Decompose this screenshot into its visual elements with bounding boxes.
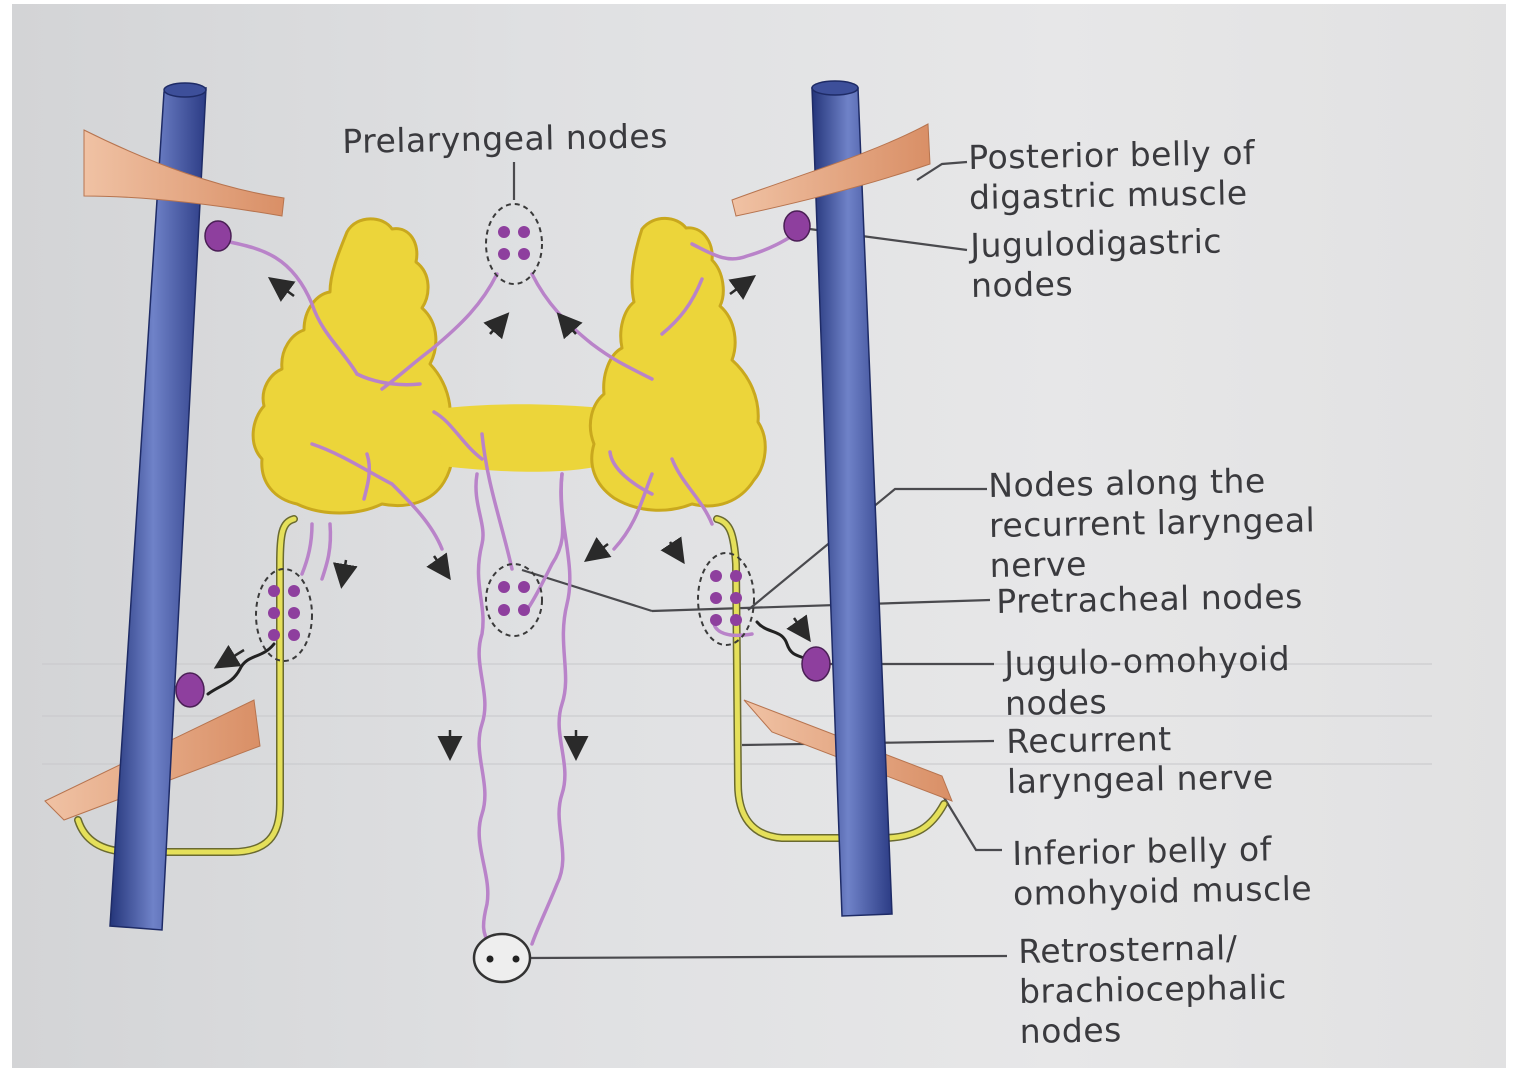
label-line: Posterior belly of [968, 133, 1255, 178]
label-line: digastric muscle [969, 173, 1256, 218]
label-retrosternal-nodes: Retrosternal/ brachiocephalic nodes [1018, 927, 1288, 1052]
label-line: Jugulodigastric [970, 222, 1222, 266]
label-line: Recurrent [1006, 717, 1273, 762]
label-line: brachiocephalic [1019, 967, 1287, 1012]
omohyoid-muscle [45, 700, 952, 820]
internal-jugular-vein-left [110, 83, 206, 930]
label-line: laryngeal nerve [1007, 757, 1274, 802]
label-line: Inferior belly of [1012, 829, 1312, 874]
label-recurrent-laryngeal-nerve: Recurrent laryngeal nerve [1006, 717, 1274, 802]
internal-jugular-vein-right [812, 81, 892, 916]
label-line: recurrent laryngeal [989, 500, 1316, 546]
label-inferior-belly-omohyoid: Inferior belly of omohyoid muscle [1012, 829, 1312, 914]
prelaryngeal-node-group [486, 204, 542, 284]
label-jugulo-omohyoid-nodes: Jugulo-omohyoid nodes [1004, 639, 1291, 724]
right-recurrent-node-group [698, 553, 754, 645]
label-line: Retrosternal/ [1018, 927, 1286, 972]
label-line: Jugulo-omohyoid [1004, 639, 1290, 684]
textbook-page: Prelaryngeal nodes Posterior belly of di… [12, 4, 1506, 1068]
thyroid-gland [253, 218, 765, 513]
label-prelaryngeal-nodes: Prelaryngeal nodes [342, 116, 668, 162]
jugulo-omohyoid-nodes [176, 647, 830, 707]
label-line: nodes [1019, 1007, 1287, 1052]
label-line: nodes [971, 262, 1223, 306]
label-line: omohyoid muscle [1013, 869, 1313, 914]
label-nodes-recurrent-laryngeal: Nodes along the recurrent laryngeal nerv… [988, 460, 1316, 586]
label-pretracheal-nodes: Pretracheal nodes [996, 577, 1303, 622]
retrosternal-node [474, 934, 530, 982]
label-line: Nodes along the [988, 460, 1315, 506]
label-jugulodigastric-nodes: Jugulodigastric nodes [970, 222, 1223, 306]
leader-lines [514, 162, 1007, 958]
label-posterior-belly-digastric: Posterior belly of digastric muscle [968, 133, 1256, 218]
